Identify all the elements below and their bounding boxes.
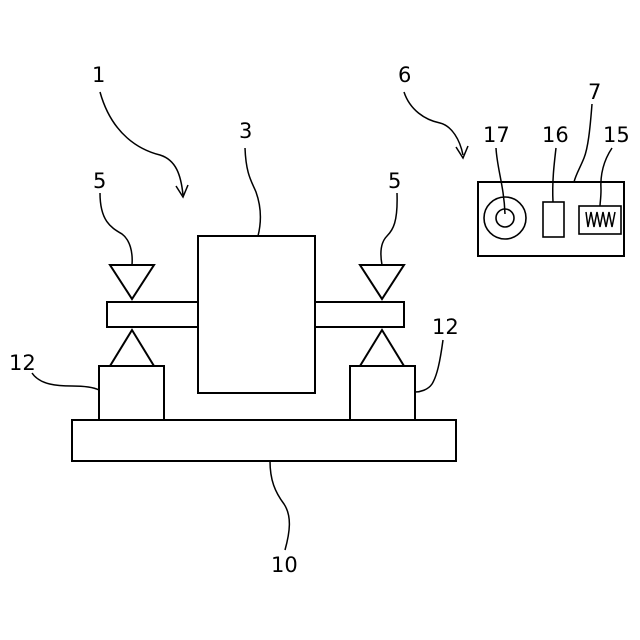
label-device: 1 [92, 63, 105, 87]
label-support-right: 5 [388, 169, 401, 193]
lower-bearing-left [110, 330, 154, 366]
label-rotor: 3 [239, 119, 252, 143]
rotor-body [198, 236, 315, 393]
label-indicator: 16 [542, 123, 569, 147]
leader-5-right [381, 193, 397, 265]
leader-12-right [415, 340, 443, 392]
leader-10 [270, 461, 289, 550]
label-pedestal-left: 12 [9, 351, 36, 375]
lower-bearing-right [360, 330, 404, 366]
indicator-element [543, 202, 564, 237]
label-unit: 6 [398, 63, 411, 87]
leader-12-left [32, 373, 99, 390]
leader-3 [245, 148, 260, 236]
upper-support-left [110, 265, 154, 299]
pedestal-left [99, 366, 164, 420]
label-waveform-display: 15 [603, 123, 630, 147]
leader-5-left [100, 193, 132, 265]
pedestal-right [350, 366, 415, 420]
label-housing: 7 [588, 80, 601, 104]
label-pedestal-right: 12 [432, 315, 459, 339]
waveform-display-frame [579, 206, 621, 234]
base-plate [72, 420, 456, 461]
leader-6 [404, 92, 463, 155]
leader-7 [574, 104, 592, 182]
label-base: 10 [271, 553, 298, 577]
label-support-left: 5 [93, 169, 106, 193]
label-dial: 17 [483, 123, 510, 147]
leader-1 [100, 92, 183, 195]
upper-support-right [360, 265, 404, 299]
